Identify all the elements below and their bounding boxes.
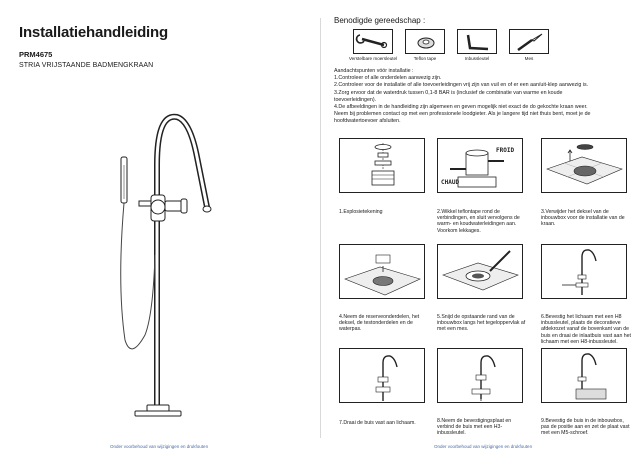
right-page: Benodigde gereedschap : Verstelbare moer… (322, 0, 642, 454)
tool-label: Verstelbare moersleutel (348, 56, 398, 61)
pipe-connection-icon: FROID CHAUD (441, 147, 514, 188)
mount-body-icon (562, 249, 597, 295)
tool-label: Teflon tape (413, 56, 437, 61)
cold-label: FROID (496, 147, 514, 154)
tool-knife (509, 29, 549, 54)
tape-roll-icon (417, 37, 435, 49)
left-page: Installatiehandleiding PRM4675 STRIA VRI… (0, 0, 320, 454)
exploded-view-icon (371, 143, 395, 186)
note-line: 1.Controleer of alle onderdelen aanwezig… (334, 75, 442, 82)
step-7-illustration (339, 348, 425, 403)
step-5-caption: 5.Snijd de opstaande rand van de inbouwb… (437, 314, 526, 333)
step-1-illustration (339, 138, 425, 193)
step-4-illustration (339, 244, 425, 299)
fix-in-box-icon (575, 353, 607, 400)
step-6-illustration (541, 244, 627, 299)
hex-key-icon (466, 34, 489, 51)
remove-cover-icon (546, 144, 623, 185)
note-line: 2.Controleer voor de installatie of alle… (334, 82, 589, 89)
step-4-caption: 4.Neem de reserveonderdelen, het deksel,… (339, 314, 420, 333)
note-line: Neem bij problemen contact op met een pr… (334, 111, 591, 118)
notes-title: Aandachtspunten vóór installatie : (334, 68, 414, 74)
step-2-caption: 2.Wikkel teflontape rond de verbindingen… (437, 209, 520, 234)
hot-label: CHAUD (441, 179, 459, 186)
step-9-illustration (541, 348, 627, 403)
right-footer: Onder voorbehoud van wijzigingen en druk… (434, 444, 533, 449)
tool-label: Inbussleutel (464, 56, 490, 61)
spare-parts-icon (344, 254, 421, 296)
step-8-caption: 8.Neem de bevestigingsplaat en verbind d… (437, 418, 512, 437)
step-5-illustration (437, 244, 523, 299)
wrench-icon (355, 34, 388, 49)
step-7-caption: 7.Draai de buis vast aan lichaam. (339, 420, 416, 426)
step-1-caption: 1.Explosietekening (339, 209, 383, 215)
note-line: 4.De afbeeldingen in de handleiding zijn… (334, 104, 588, 111)
page-title: Installatiehandleiding (19, 24, 168, 41)
left-footer: Onder voorbehoud van wijzigingen en druk… (110, 444, 209, 449)
step-8-illustration (437, 348, 523, 403)
tool-wrench (353, 29, 393, 54)
cut-edge-icon (442, 250, 519, 291)
faucet-illustration (120, 113, 212, 417)
tighten-pipe-icon (375, 355, 398, 401)
knife-icon (517, 33, 543, 52)
step-3-caption: 3.Verwijder het deksel van de inbouwbox … (541, 209, 625, 228)
note-line: hoofdwatertoevoer afsluiten. (334, 118, 401, 125)
note-line: 3.Zorg ervoor dat de waterdruk tussen 0,… (334, 89, 563, 96)
step-3-illustration (541, 138, 627, 193)
step-6-caption: 6.Bevestig het lichaam met een H8 inbuss… (541, 314, 631, 345)
tool-label: Mes (524, 56, 534, 61)
tool-hex-key (457, 29, 497, 54)
mounting-plate-icon (471, 355, 496, 401)
step-2-illustration: FROID CHAUD (437, 138, 523, 193)
page-divider (320, 18, 321, 438)
tools-title: Benodigde gereedschap : (334, 16, 426, 25)
product-code: PRM4675 (19, 50, 53, 59)
product-name: STRIA VRIJSTAANDE BADMENGKRAAN (19, 62, 154, 69)
step-9-caption: 9.Bevestig de buis in de inbouwbox, pas … (541, 418, 630, 437)
note-line: toevoerleidingen). (334, 96, 377, 103)
installation-notes: Aandachtspunten vóór installatie : 1.Con… (334, 68, 634, 126)
tool-teflon (405, 29, 445, 54)
